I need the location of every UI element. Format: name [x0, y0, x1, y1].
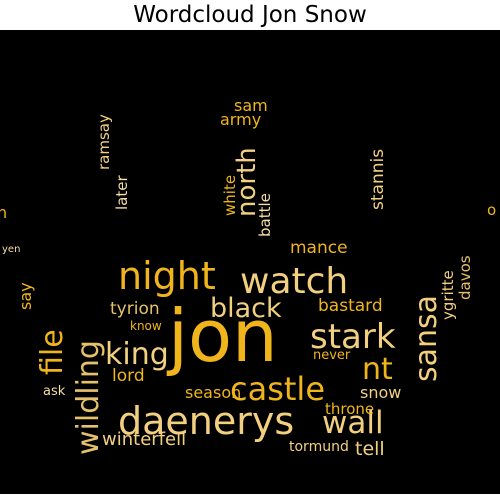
word-n: n	[0, 203, 8, 222]
word-file: file	[35, 329, 70, 375]
word-ask: ask	[43, 384, 66, 399]
word-o: o	[487, 201, 497, 219]
word-bastard: bastard	[318, 296, 383, 316]
chart-title: Wordcloud Jon Snow	[133, 2, 367, 28]
word-wildling: wildling	[71, 340, 106, 455]
word-battle: battle	[256, 193, 274, 237]
word-jon: jon	[168, 294, 278, 378]
word-wall: wall	[322, 405, 384, 441]
word-white: white	[221, 174, 239, 216]
word-throne: throne	[325, 400, 375, 418]
word-say: say	[16, 282, 35, 310]
word-later: later	[113, 175, 131, 210]
word-mance: mance	[290, 238, 348, 258]
word-castle: castle	[230, 370, 325, 408]
word-stannis: stannis	[368, 148, 388, 210]
word-daenerys: daenerys	[118, 399, 295, 443]
word-black: black	[210, 293, 282, 324]
word-tell: tell	[355, 438, 385, 460]
word-sansa: sansa	[409, 294, 444, 382]
word-army: army	[220, 110, 262, 129]
wordcloud-panel: jon daenerys night watch stark castle king file…	[0, 30, 500, 494]
word-lord: lord	[112, 366, 145, 386]
word-snow: snow	[360, 383, 402, 402]
word-yen: yen	[2, 244, 21, 255]
word-never: never	[313, 348, 351, 363]
word-stark: stark	[310, 317, 396, 357]
word-know: know	[130, 319, 162, 333]
word-tormund: tormund	[289, 439, 349, 455]
word-watch: watch	[240, 261, 349, 302]
word-davos: davos	[456, 255, 474, 300]
word-night: night	[118, 254, 216, 298]
word-nt: nt	[362, 352, 393, 387]
word-tyrion: tyrion	[110, 299, 160, 319]
word-winterfell: winterfell	[102, 429, 187, 450]
word-king: king	[105, 337, 169, 372]
word-ramsay: ramsay	[95, 114, 113, 170]
word-season: season	[185, 383, 242, 402]
word-sam: sam	[234, 96, 268, 115]
word-ygritte: ygritte	[439, 270, 457, 320]
